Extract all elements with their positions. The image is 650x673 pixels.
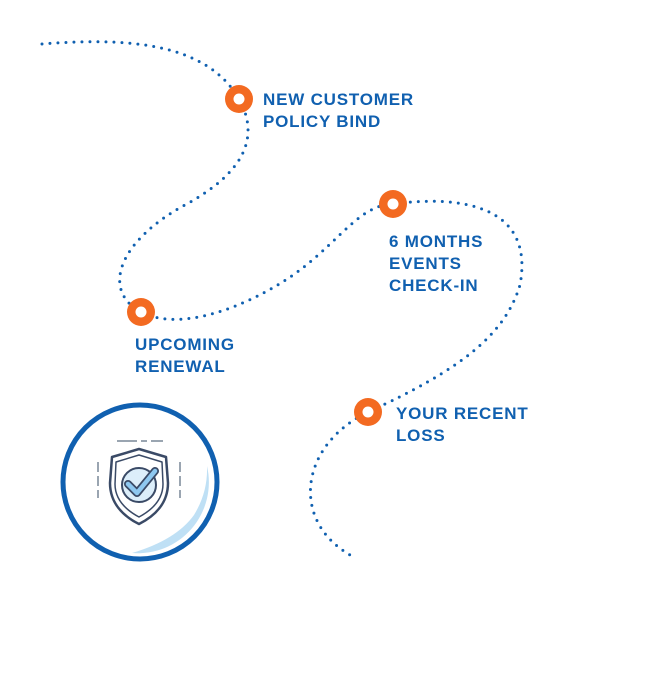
milestone-marker-checkin	[379, 190, 407, 218]
stage-label-upcoming-renewal: UPCOMING RENEWAL	[135, 334, 235, 378]
badge-ring	[60, 402, 220, 562]
stage-label-your-recent-loss: YOUR RECENT LOSS	[396, 403, 529, 447]
stage-label-new-customer-policy-bind: NEW CUSTOMER POLICY BIND	[263, 89, 414, 133]
shield-check-icon	[97, 440, 181, 526]
milestone-marker-new	[225, 85, 253, 113]
stage-label-line: POLICY BIND	[263, 112, 382, 131]
journey-path	[40, 40, 524, 557]
stage-label-line: YOUR RECENT	[396, 404, 529, 423]
stage-label-line: 6 MONTHS	[389, 232, 484, 251]
stage-label-6-months-check-in: 6 MONTHS EVENTS CHECK-IN	[389, 231, 483, 297]
stage-label-line: UPCOMING	[135, 335, 235, 354]
stage-label-line: NEW CUSTOMER	[263, 90, 414, 109]
stage-label-line: LOSS	[396, 426, 446, 445]
stage-label-line: EVENTS	[389, 254, 462, 273]
milestone-marker-renewal	[127, 298, 155, 326]
shield-badge	[60, 402, 220, 562]
stage-label-line: CHECK-IN	[389, 276, 479, 295]
stage-label-line: RENEWAL	[135, 357, 226, 376]
milestone-marker-loss	[354, 398, 382, 426]
